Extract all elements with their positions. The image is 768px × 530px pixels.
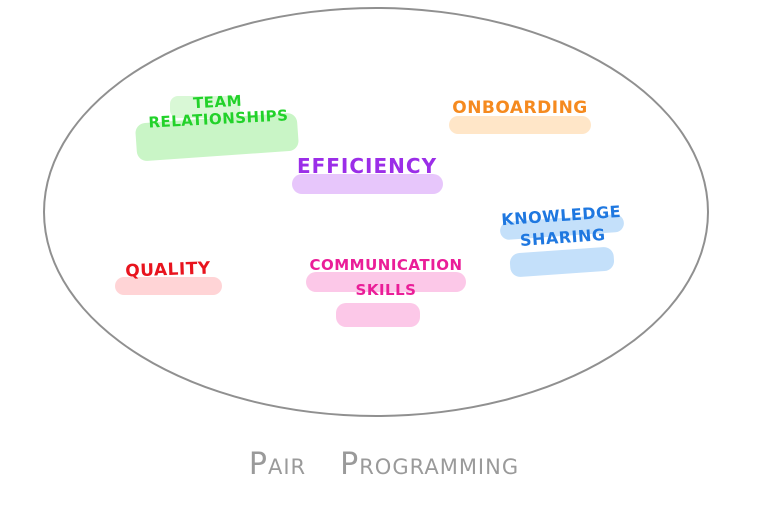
efficiency-label: Efficiency <box>292 154 442 178</box>
quality-label: Quality <box>118 259 219 282</box>
quality-line-1: Quality <box>124 258 212 282</box>
communication-skills-line-2: Skills <box>355 280 417 299</box>
team-relationships-highlight-top <box>170 96 240 118</box>
communication-skills-highlight <box>306 272 466 292</box>
efficiency-highlight <box>292 174 443 194</box>
communication-skills-highlight-2 <box>336 303 420 327</box>
title-word-1: Pair <box>248 447 307 482</box>
efficiency-line-1: Efficiency <box>296 154 438 178</box>
title-word-2: Programming <box>340 447 520 482</box>
quality-highlight <box>115 277 222 295</box>
communication-skills-label: Communication Skills <box>300 257 472 299</box>
onboarding-line-1: Onboarding <box>452 98 588 118</box>
onboarding-label: Onboarding <box>448 98 592 118</box>
communication-skills-line-1: Communication <box>309 256 463 274</box>
pair-programming-ellipse <box>43 7 709 417</box>
diagram-title: Pair Programming <box>0 447 768 482</box>
onboarding-highlight <box>449 116 591 134</box>
